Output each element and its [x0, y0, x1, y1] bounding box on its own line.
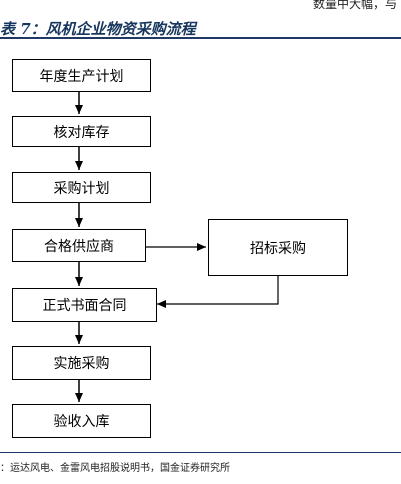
figure-title-bar: 表 7：风机企业物资采购流程 [0, 14, 401, 38]
source-note: ：运达风电、金雷风电招股说明书，国金证券研究所 [0, 463, 230, 474]
flow-step-check-inventory: 核对库存 [12, 116, 151, 147]
flow-step-tender-purchase: 招标采购 [208, 219, 348, 276]
arrow-tender-to-contract [157, 276, 279, 308]
flow-step-qualified-supplier: 合格供应商 [12, 229, 146, 262]
flow-step-formal-written-contract: 正式书面合同 [12, 288, 157, 322]
source-rule [0, 452, 401, 453]
flow-step-annual-production-plan: 年度生产计划 [12, 59, 151, 92]
flow-step-implement-purchase: 实施采购 [12, 346, 151, 380]
title-rule [0, 37, 401, 39]
figure-title: 表 7：风机企业物资采购流程 [0, 20, 196, 38]
flow-step-purchase-plan: 采购计划 [12, 172, 151, 203]
page-header-fragment: 数量中大幅，与 [312, 0, 397, 11]
flow-step-acceptance-warehousing: 验收入库 [12, 404, 151, 438]
